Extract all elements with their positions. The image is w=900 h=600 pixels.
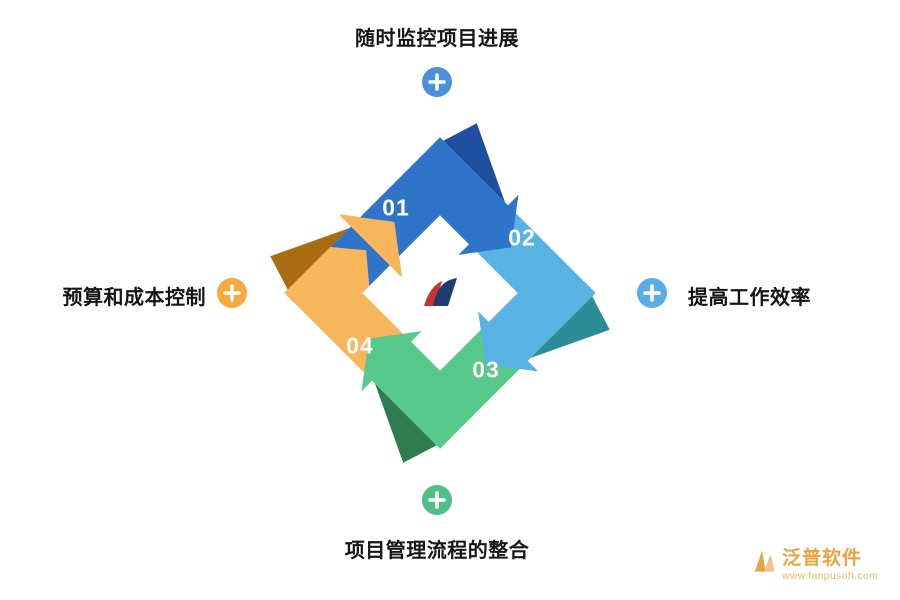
watermark-texts: 泛普软件 www.fanpusoft.com: [782, 548, 878, 582]
fanpu-logo-navy-sail: [433, 278, 457, 306]
plus-glyph: [428, 73, 446, 91]
step-number-1: 01: [382, 194, 410, 221]
plus-icon-left: [217, 278, 247, 308]
arrow-fold-3: [374, 383, 451, 463]
plus-glyph: [643, 284, 661, 302]
watermark: 泛普软件 www.fanpusoft.com: [753, 548, 878, 582]
watermark-logo-icon: [754, 550, 775, 572]
label-budget-cost-control: 预算和成本控制: [62, 287, 206, 309]
fanpu-logo: [424, 278, 457, 306]
arrow-fold-2: [530, 282, 610, 359]
label-monitor-progress: 随时监控项目进展: [355, 28, 519, 50]
plus-glyph: [223, 284, 241, 302]
watermark-url: www.fanpusoft.com: [782, 570, 879, 582]
arrow-fold-1: [429, 123, 506, 203]
plus-glyph: [428, 491, 446, 509]
label-work-efficiency: 提高工作效率: [688, 287, 811, 309]
step-number-4: 04: [346, 332, 374, 359]
step-number-2: 02: [508, 224, 536, 251]
step-number-3: 03: [472, 356, 500, 383]
plus-icon-right: [637, 278, 667, 308]
fanpu-logo-red-sail: [424, 281, 442, 306]
plus-icon-bottom: [422, 485, 452, 515]
watermark-logo-right-sail: [764, 554, 775, 572]
arrow-fold-4: [270, 227, 350, 304]
cycle-arrows-diagram: [270, 123, 610, 463]
label-process-integration: 项目管理流程的整合: [344, 540, 530, 562]
watermark-brand: 泛普软件: [782, 548, 863, 569]
watermark-logo-left-sail: [754, 550, 766, 572]
plus-icon-top: [422, 67, 452, 97]
